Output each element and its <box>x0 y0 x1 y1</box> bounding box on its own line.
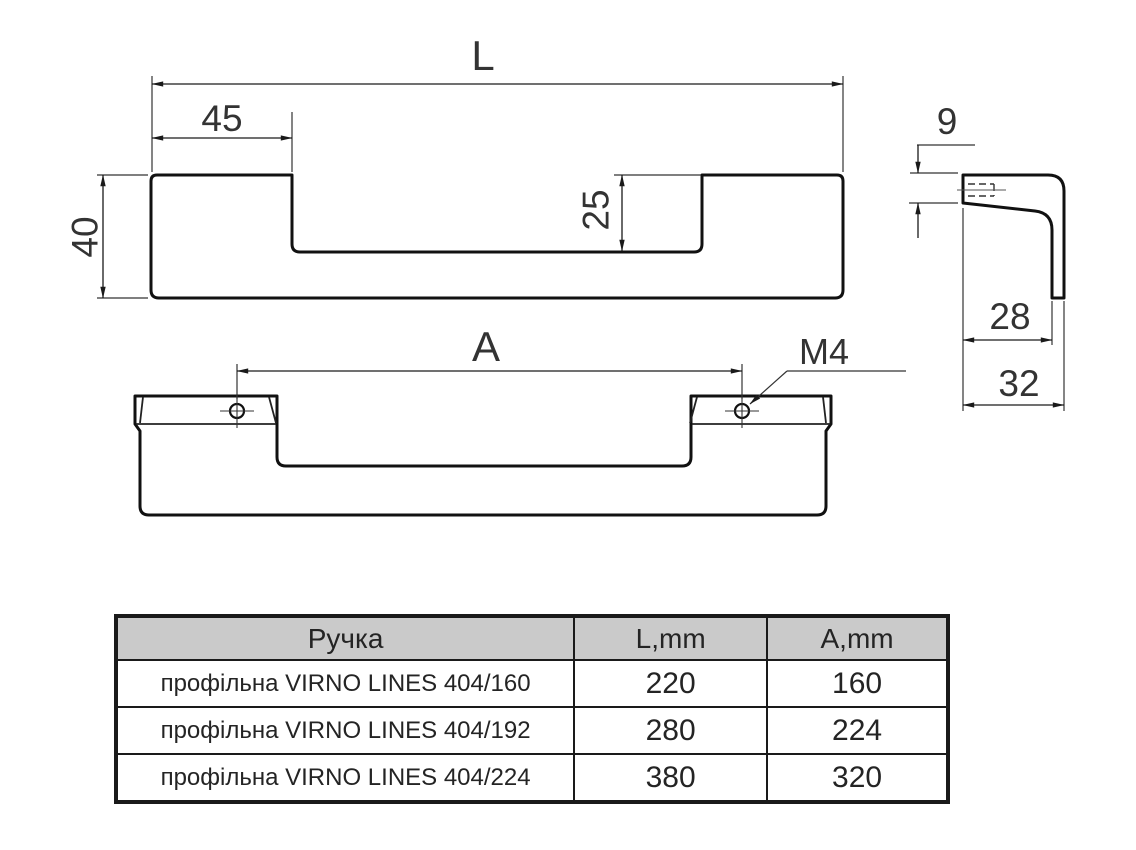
screw-holes <box>220 394 759 428</box>
handle-name: профільна VIRNO LINES 404/224 <box>114 753 576 803</box>
handle-l-value: 380 <box>573 753 769 803</box>
dim-25-label: 25 <box>576 189 617 230</box>
handle-l-value: 220 <box>573 659 769 708</box>
front-view-drawing: L 45 40 25 <box>65 32 845 300</box>
mounting-view-flange-lines <box>136 396 830 425</box>
side-view-drawing: 9 28 32 <box>909 101 1066 411</box>
thread-m4-label: M4 <box>799 331 849 372</box>
handle-a-value: 160 <box>766 659 949 708</box>
mounting-view-outline <box>133 394 833 517</box>
header-handle: Ручка <box>114 615 576 661</box>
dim-40-label: 40 <box>65 216 106 257</box>
dim-L-label: L <box>471 32 494 79</box>
table-row: профільна VIRNO LINES 404/192 280 224 <box>114 706 949 755</box>
header-l-mm: L,mm <box>573 615 769 661</box>
m4-leader <box>749 370 906 405</box>
table-row: профільна VIRNO LINES 404/224 380 320 <box>114 753 949 803</box>
side-view-extension-lines <box>909 144 1065 411</box>
dim-32-label: 32 <box>998 363 1039 404</box>
dim-45-label: 45 <box>201 98 242 139</box>
dim-9-label: 9 <box>937 101 958 142</box>
handle-a-value: 224 <box>766 706 949 755</box>
spec-table: Ручка L,mm A,mm профільна VIRNO LINES 40… <box>114 614 950 804</box>
header-a-mm: A,mm <box>766 615 949 661</box>
mounting-view-drawing: A M4 <box>133 323 906 517</box>
side-view-outline <box>961 173 1066 300</box>
dim-28-label: 28 <box>989 296 1030 337</box>
handle-name: профільна VIRNO LINES 404/160 <box>114 659 576 708</box>
dim-A-label: A <box>472 323 500 370</box>
handle-l-value: 280 <box>573 706 769 755</box>
side-view-dimension-lines <box>915 145 1065 408</box>
front-view-outline <box>149 173 845 300</box>
table-row: профільна VIRNO LINES 404/160 220 160 <box>114 659 949 708</box>
table-header-row: Ручка L,mm A,mm <box>114 615 949 661</box>
front-view-dimension-lines <box>100 81 844 299</box>
handle-name: профільна VIRNO LINES 404/192 <box>114 706 576 755</box>
hidden-hole-lines <box>957 183 1006 197</box>
handle-a-value: 320 <box>766 753 949 803</box>
